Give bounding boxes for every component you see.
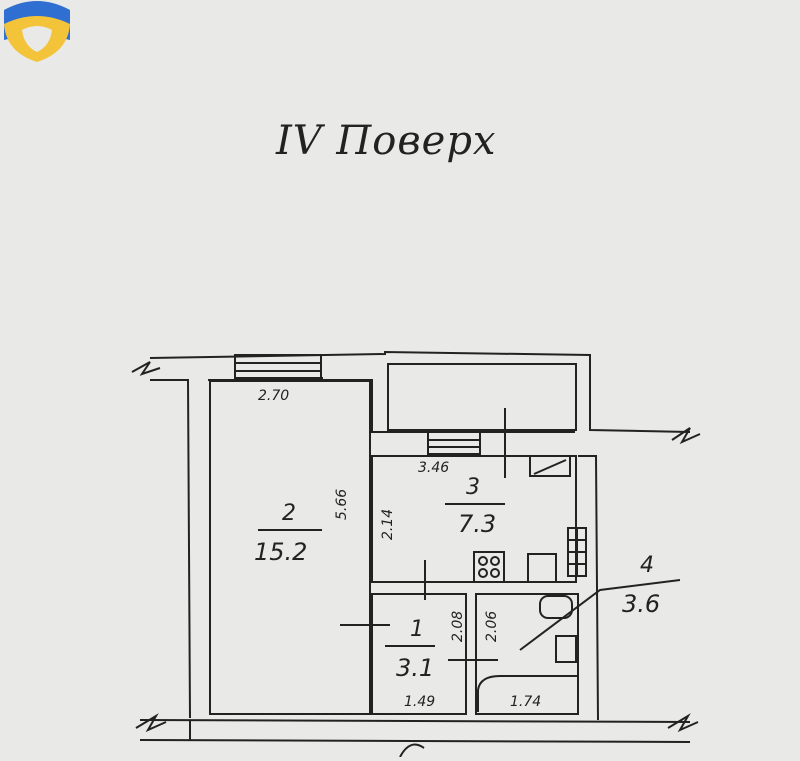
room-2-area: 15.2 [254, 538, 307, 566]
dim-room2-length: 5.66 [334, 489, 350, 520]
dim-hall-depth-b: 2.06 [484, 611, 500, 642]
room-2-outline [209, 380, 371, 715]
toilet [555, 635, 577, 663]
vent-shaft [529, 455, 571, 477]
dim-hall-depth-a: 2.08 [450, 611, 466, 642]
balcony-outline [387, 363, 577, 431]
dim-room3-width: 3.46 [418, 460, 449, 476]
room-4-number: 4 [640, 553, 654, 578]
ukraine-shield-logo [4, 1, 70, 62]
window-room-3 [427, 431, 481, 455]
window-room-2 [234, 354, 322, 380]
room-1-area: 3.1 [396, 654, 434, 682]
outer-walls [139, 350, 691, 743]
room-2-number: 2 [282, 501, 296, 526]
room-1-number: 1 [410, 617, 424, 642]
room-1-outline [371, 593, 467, 715]
room-4-area: 3.6 [622, 590, 660, 618]
floor-title: IV Поверх [276, 118, 497, 164]
dim-room3-depth: 2.14 [380, 509, 396, 540]
sink [539, 595, 573, 619]
entrance-door [399, 743, 425, 758]
room-4-outline [475, 593, 579, 715]
room-3-area: 7.3 [458, 510, 496, 538]
dim-hall-width: 1.49 [404, 694, 435, 710]
dim-room2-width: 2.70 [258, 388, 289, 404]
stove [473, 551, 505, 583]
bathtub [477, 675, 578, 712]
dim-bath-width: 1.74 [510, 694, 541, 710]
kitchen-sink [527, 553, 557, 583]
room-3-number: 3 [466, 475, 480, 500]
